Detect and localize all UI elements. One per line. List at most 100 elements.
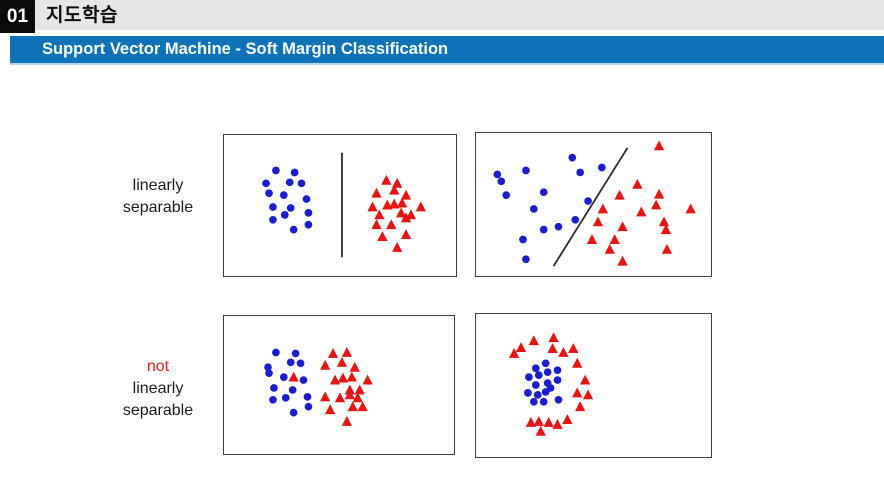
data-point-blue-circle — [265, 189, 273, 198]
data-point-red-triangle — [389, 198, 400, 209]
data-point-blue-circle — [297, 179, 306, 188]
data-point-red-triangle — [528, 335, 539, 346]
data-point-red-triangle — [357, 401, 368, 412]
row-label-line: separable — [122, 402, 194, 419]
data-point-red-triangle — [617, 221, 628, 232]
data-point-blue-circle — [304, 209, 313, 217]
data-point-blue-circle — [262, 179, 270, 188]
data-point-blue-circle — [525, 373, 533, 381]
data-point-blue-circle — [541, 359, 550, 368]
data-point-red-triangle — [320, 391, 331, 402]
data-point-blue-circle — [272, 348, 280, 357]
data-point-blue-circle — [554, 222, 563, 231]
data-point-red-triangle — [415, 201, 426, 212]
section-number-badge: 01 — [0, 0, 35, 33]
header-bar — [0, 0, 884, 30]
data-point-red-triangle — [334, 392, 346, 403]
data-point-blue-circle — [269, 395, 277, 404]
data-point-red-triangle — [400, 229, 412, 240]
row-label-line-not: not — [146, 358, 170, 375]
data-point-blue-circle — [493, 170, 502, 179]
data-point-red-triangle — [400, 189, 412, 200]
data-point-red-triangle — [396, 207, 407, 218]
data-point-red-triangle — [371, 219, 382, 230]
data-point-blue-circle — [264, 363, 272, 372]
data-point-blue-circle — [299, 376, 308, 384]
data-point-blue-circle — [539, 225, 548, 234]
data-point-red-triangle — [362, 374, 373, 385]
data-point-blue-circle — [571, 215, 580, 224]
slide-subtitle: Support Vector Machine - Soft Margin Cla… — [42, 40, 449, 58]
scatter-plot-overlapping — [264, 347, 373, 426]
data-point-blue-circle — [568, 153, 577, 162]
data-point-red-triangle — [558, 347, 569, 357]
data-point-red-triangle — [572, 387, 583, 398]
data-point-blue-circle — [519, 235, 527, 244]
data-point-red-triangle — [568, 343, 579, 353]
data-point-blue-circle — [584, 197, 592, 205]
scatter-panel-linear-slanted — [475, 132, 712, 277]
data-point-red-triangle — [341, 416, 353, 426]
data-point-red-triangle — [586, 234, 598, 244]
data-point-blue-circle — [546, 384, 555, 392]
data-point-blue-circle — [553, 376, 562, 384]
data-point-blue-circle — [502, 191, 511, 199]
scatter-plot-linear-slanted — [493, 140, 696, 267]
data-point-blue-circle — [279, 191, 288, 199]
decision-boundary-line — [552, 147, 629, 267]
data-point-blue-circle — [529, 397, 538, 406]
data-point-red-triangle — [658, 216, 670, 227]
data-point-red-triangle — [661, 243, 673, 254]
data-point-red-triangle — [653, 188, 665, 199]
data-point-blue-circle — [290, 168, 299, 177]
row-label-not-linearly-separable: not linearly separable — [88, 356, 228, 422]
data-point-blue-circle — [554, 395, 563, 404]
data-point-red-triangle — [597, 203, 608, 214]
data-point-blue-circle — [524, 389, 532, 397]
data-point-red-triangle — [614, 189, 625, 200]
data-point-red-triangle — [562, 414, 573, 424]
data-point-red-triangle — [632, 178, 643, 189]
data-point-blue-circle — [289, 225, 298, 234]
data-point-blue-circle — [280, 211, 289, 219]
data-point-red-triangle — [327, 348, 339, 358]
data-point-red-triangle — [547, 343, 558, 353]
row-label-line: separable — [122, 199, 194, 216]
row-label-line: linearly — [132, 380, 184, 397]
data-point-red-triangle — [341, 347, 353, 357]
data-point-blue-circle — [279, 373, 288, 381]
data-point-red-triangle — [579, 374, 591, 385]
data-point-blue-circle — [539, 188, 548, 197]
data-point-red-triangle — [389, 184, 400, 195]
data-point-red-triangle — [336, 356, 348, 367]
data-point-blue-circle — [303, 392, 312, 401]
data-point-blue-circle — [302, 195, 311, 203]
data-point-blue-circle — [531, 364, 540, 373]
data-point-red-triangle — [337, 372, 349, 383]
data-point-red-triangle — [377, 231, 388, 241]
data-point-blue-circle — [304, 402, 313, 411]
data-point-red-triangle — [653, 140, 665, 151]
data-point-blue-circle — [286, 358, 295, 367]
data-point-red-triangle — [352, 392, 363, 403]
data-point-red-triangle — [582, 389, 594, 400]
data-point-red-triangle — [396, 197, 408, 208]
data-point-red-triangle — [320, 359, 331, 370]
data-point-red-triangle — [400, 212, 412, 223]
data-point-blue-circle — [529, 205, 538, 213]
scatter-panel-overlapping — [223, 315, 455, 455]
row-label-linearly-separable: linearly separable — [88, 175, 228, 219]
scatter-plot-linear-vertical — [262, 152, 426, 258]
data-point-red-triangle — [344, 389, 355, 400]
data-point-blue-circle — [296, 359, 305, 368]
data-point-blue-circle — [533, 391, 542, 399]
scatter-panel-linear-vertical — [223, 134, 457, 277]
data-point-red-triangle — [371, 187, 382, 198]
data-point-red-triangle — [325, 404, 336, 415]
data-point-blue-circle — [272, 166, 280, 175]
section-title: 지도학습 — [46, 5, 118, 26]
data-point-red-triangle — [552, 419, 563, 429]
data-point-red-triangle — [609, 234, 620, 244]
data-point-red-triangle — [572, 357, 583, 368]
data-point-red-triangle — [575, 401, 586, 412]
